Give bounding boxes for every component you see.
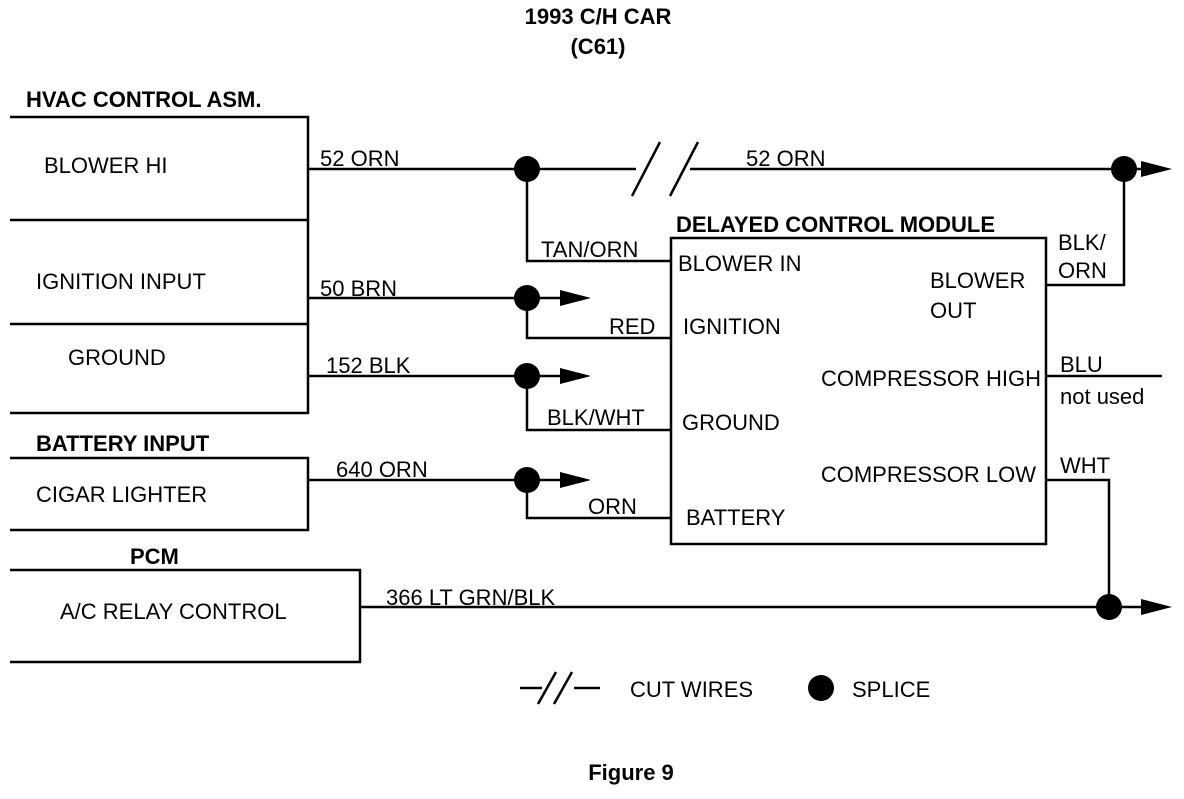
wire-orn [525, 480, 671, 520]
wire-not-used-label: not used [1060, 384, 1144, 409]
wire-orn-label: ORN [588, 494, 637, 519]
wire-blk-wht-label: BLK/WHT [547, 405, 645, 430]
arrow-icon [1141, 161, 1172, 177]
hvac-ground-label: GROUND [68, 345, 166, 370]
arrow-icon [1141, 599, 1172, 615]
wire-52-orn-right-label: 52 ORN [746, 146, 825, 171]
wire-50-brn-label: 50 BRN [320, 276, 397, 301]
arrow-icon [560, 368, 591, 384]
delayed-control-module-box [669, 236, 1048, 546]
wire-152-blk-label: 152 BLK [326, 353, 411, 378]
diagram-title-line1: 1993 C/H CAR [525, 4, 672, 29]
legend: CUT WIRES SPLICE [520, 671, 930, 705]
wire-366-label: 366 LT GRN/BLK [386, 585, 555, 610]
figure-caption: Figure 9 [588, 760, 674, 785]
wire-blk-orn [1046, 169, 1126, 287]
battery-input-header: BATTERY INPUT [36, 431, 210, 456]
wire-blk-orn-label-1: BLK/ [1058, 230, 1107, 255]
diagram-title-line2: (C61) [570, 34, 625, 59]
legend-splice-label: SPLICE [852, 677, 930, 702]
wire-blk-wht [525, 376, 671, 432]
module-ignition-label: IGNITION [683, 314, 781, 339]
wire-52-orn-left-label: 52 ORN [320, 146, 399, 171]
module-blower-out-label-2: OUT [930, 298, 976, 323]
module-compressor-high-label: COMPRESSOR HIGH [821, 366, 1041, 391]
module-ground-label: GROUND [682, 410, 780, 435]
module-header: DELAYED CONTROL MODULE [676, 212, 995, 237]
battery-input-box [10, 456, 310, 532]
module-battery-label: BATTERY [686, 505, 786, 530]
wire-red [525, 298, 671, 340]
pcm-box [10, 568, 362, 664]
hvac-control-box [10, 115, 310, 415]
splice-icon [808, 675, 834, 701]
splice-dot [1096, 594, 1122, 620]
module-compressor-low-label: COMPRESSOR LOW [821, 462, 1036, 487]
wire-640-orn-label: 640 ORN [336, 457, 428, 482]
ac-relay-control-label: A/C RELAY CONTROL [60, 599, 287, 624]
wire-wht [1046, 478, 1111, 607]
module-blower-in-label: BLOWER IN [678, 251, 801, 276]
module-blower-out-label-1: BLOWER [930, 268, 1025, 293]
legend-cut-wires-label: CUT WIRES [630, 677, 753, 702]
wire-tan-orn [525, 169, 671, 263]
wire-wht-label: WHT [1060, 453, 1110, 478]
hvac-blower-hi-label: BLOWER HI [44, 153, 167, 178]
hvac-header: HVAC CONTROL ASM. [26, 87, 261, 112]
wire-red-label: RED [609, 314, 655, 339]
wire-blu-label: BLU [1060, 352, 1103, 377]
cigar-lighter-label: CIGAR LIGHTER [36, 482, 207, 507]
wire-52-orn [308, 141, 1148, 197]
arrow-icon [560, 290, 591, 306]
cut-wire-symbol-icon [520, 671, 600, 705]
arrow-icon [560, 472, 591, 488]
pcm-header: PCM [130, 544, 179, 569]
hvac-ignition-input-label: IGNITION INPUT [36, 269, 206, 294]
wire-blk-orn-label-2: ORN [1058, 258, 1107, 283]
wire-tan-orn-label: TAN/ORN [541, 237, 638, 262]
